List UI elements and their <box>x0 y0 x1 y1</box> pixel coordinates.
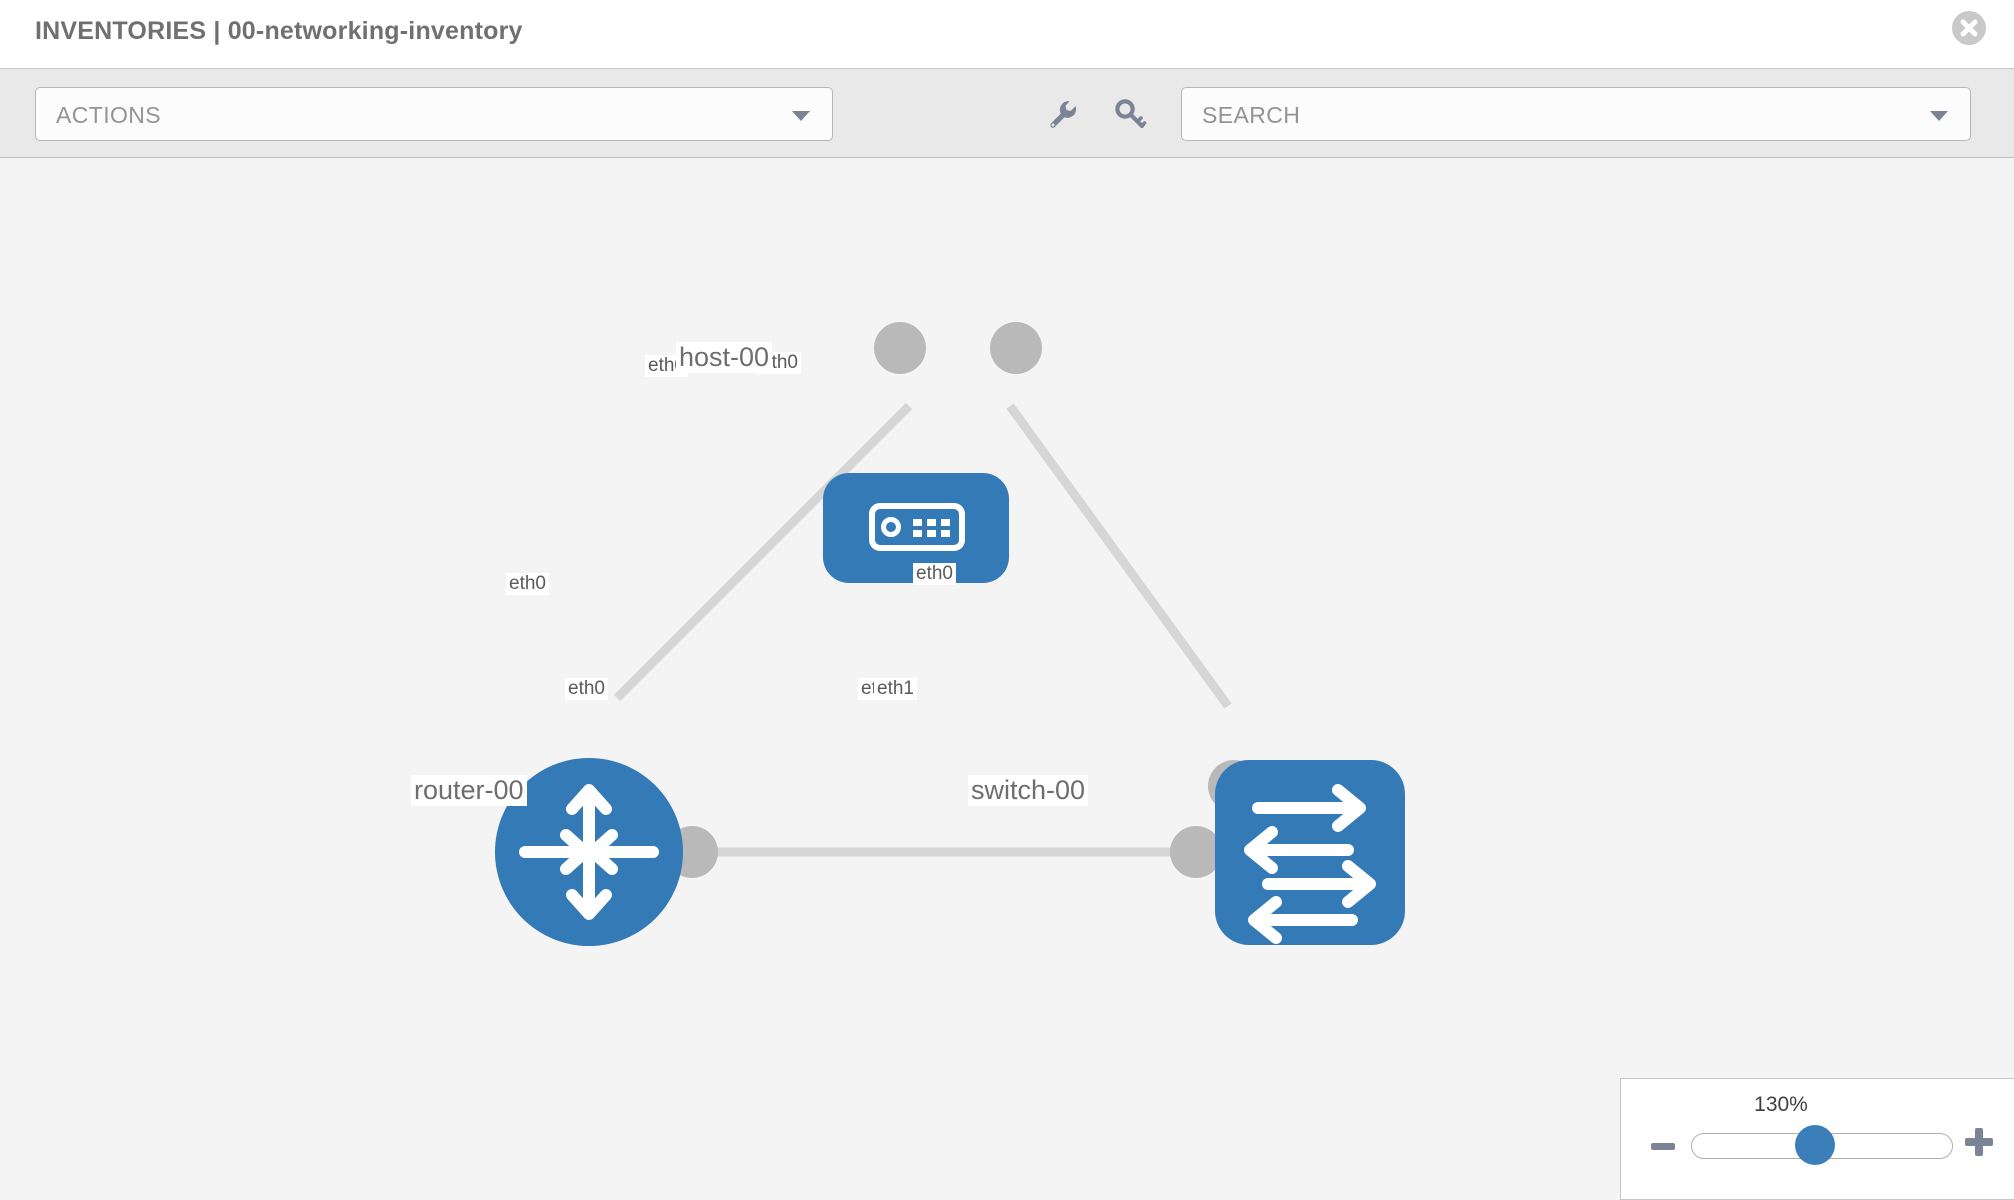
search-placeholder: SEARCH <box>1202 102 1301 128</box>
minus-icon[interactable] <box>1650 1134 1676 1160</box>
node-switch-00[interactable] <box>1215 760 1405 945</box>
connector-host-left <box>874 322 926 374</box>
zoom-control-panel: 130% <box>1620 1078 2014 1200</box>
switch-arrows-icon <box>1244 784 1376 944</box>
link-host-router <box>613 402 913 702</box>
actions-dropdown-label: ACTIONS <box>56 102 162 128</box>
node-label-host-00: host-00 <box>676 342 773 374</box>
router-arrows-icon <box>519 784 659 920</box>
connector-layer <box>666 322 1260 878</box>
iface-label-router-up: eth0 <box>506 573 549 595</box>
iface-label-router-right: eth0 <box>565 678 608 700</box>
node-label-router-00: router-00 <box>411 775 527 807</box>
actions-dropdown[interactable]: ACTIONS <box>35 87 833 141</box>
page-title: INVENTORIES | 00-networking-inventory <box>35 17 523 45</box>
iface-label-switch-up: eth0 <box>913 563 956 585</box>
close-icon[interactable] <box>1950 9 1988 47</box>
search-input[interactable]: SEARCH <box>1181 87 1971 141</box>
toolbar: ACTIONS SEARCH <box>0 68 2014 158</box>
page-header: INVENTORIES | 00-networking-inventory <box>0 0 2014 68</box>
iface-label-switch-left-b: eth1 <box>874 678 917 700</box>
server-icon <box>869 503 965 551</box>
wrench-icon[interactable] <box>1046 97 1080 131</box>
plus-icon[interactable] <box>1964 1127 1994 1157</box>
node-label-switch-00: switch-00 <box>968 775 1089 807</box>
node-host-00[interactable] <box>823 473 1009 583</box>
chevron-down-icon <box>792 111 810 121</box>
connector-switch-left <box>1170 826 1222 878</box>
topology-graph <box>495 322 1405 946</box>
chevron-down-icon[interactable] <box>1930 111 1948 121</box>
zoom-slider-thumb[interactable] <box>1795 1125 1835 1165</box>
node-router-00[interactable] <box>495 758 683 946</box>
topology-canvas[interactable]: eth0 eth0 eth0 eth0 eth0 eth0 eth1 host-… <box>0 158 2014 1200</box>
link-layer <box>613 402 1232 857</box>
key-icon[interactable] <box>1113 97 1147 131</box>
connector-host-right <box>990 322 1042 374</box>
zoom-level-value: 130% <box>1754 1093 1808 1116</box>
link-host-switch <box>1006 403 1232 709</box>
